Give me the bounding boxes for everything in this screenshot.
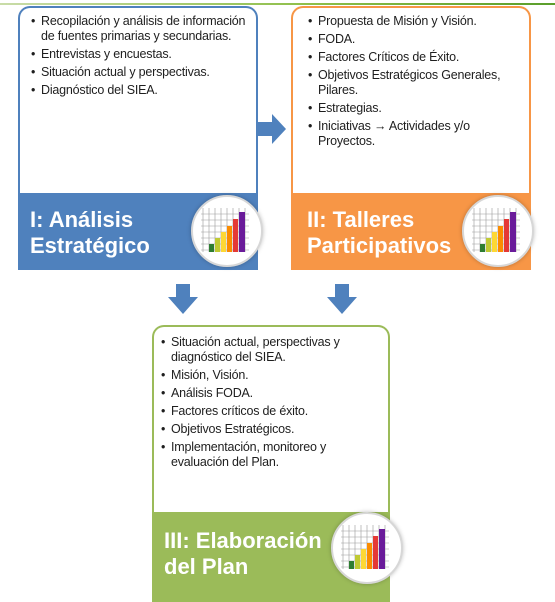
phase-3-bullet: Factores críticos de éxito. (160, 404, 382, 419)
phase-2-bullet-list: Propuesta de Misión y Visión. FODA. Fact… (307, 14, 521, 149)
phase-2-bullet: FODA. (307, 32, 521, 47)
phase-3-bullet: Implementación, monitoreo y evaluación d… (160, 440, 382, 470)
phase-2-bullet: Objetivos Estratégicos Generales, Pilare… (307, 68, 521, 98)
bar-chart-growth-icon (331, 512, 403, 584)
bar-chart-growth-icon (191, 195, 263, 267)
phase-3-bullet-list: Situación actual, perspectivas y diagnós… (160, 335, 382, 470)
phase-3-title: III: Elaboración del Plan (154, 512, 388, 602)
top-divider-line (0, 3, 555, 5)
phase-3-bullet: Análisis FODA. (160, 386, 382, 401)
arrow-down-icon (327, 284, 357, 314)
phase-1-bullet: Entrevistas y encuestas. (30, 47, 248, 62)
phase-2-body: Propuesta de Misión y Visión. FODA. Fact… (307, 14, 521, 152)
phase-1-bullet: Situación actual y perspectivas. (30, 65, 248, 80)
phase-3-body: Situación actual, perspectivas y diagnós… (160, 335, 382, 473)
phase-1-bullet: Recopilación y análisis de información d… (30, 14, 248, 44)
phase-3-bullet: Objetivos Estratégicos. (160, 422, 382, 437)
phase-2-bullet: Estrategias. (307, 101, 521, 116)
phase-2-bullet: Propuesta de Misión y Visión. (307, 14, 521, 29)
phase-2-bullet: Factores Críticos de Éxito. (307, 50, 521, 65)
bar-chart-growth-icon (462, 195, 534, 267)
phase-3-bullet: Misión, Visión. (160, 368, 382, 383)
phase-2-bullet: Iniciativas → Actividades y/o Proyectos. (307, 119, 521, 149)
phase-1-bullet-list: Recopilación y análisis de información d… (30, 14, 248, 98)
arrow-right-icon (258, 114, 286, 144)
arrow-down-icon (168, 284, 198, 314)
phase-3-bullet: Situación actual, perspectivas y diagnós… (160, 335, 382, 365)
phase-1-body: Recopilación y análisis de información d… (30, 14, 248, 101)
phase-1-bullet: Diagnóstico del SIEA. (30, 83, 248, 98)
